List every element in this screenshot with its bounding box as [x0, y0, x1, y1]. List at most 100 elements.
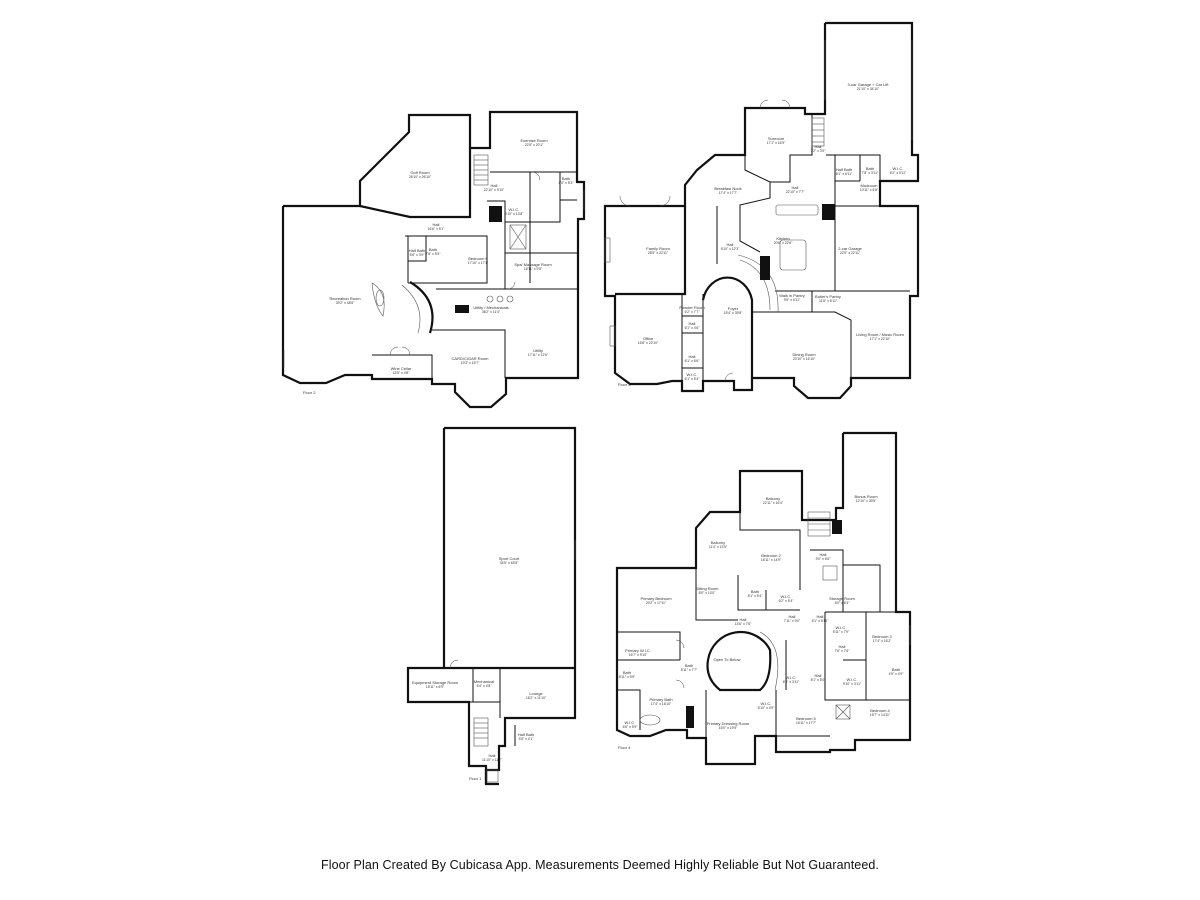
room-dimensions: 6'2" x 5'11" [890, 171, 907, 175]
floor-4-inner-wall [843, 564, 881, 612]
floor-2-mech-unit [455, 305, 469, 313]
room-label: W.I.C.6'5" x 3'11" [783, 675, 800, 684]
room-name: W.I.C. [836, 625, 847, 630]
floor-2-stair [473, 154, 489, 186]
room-label: Bedroom 516'11" x 17'7" [796, 716, 817, 725]
room-name: Office [643, 336, 654, 341]
floor-3-inner-wall [615, 206, 687, 296]
room-dimensions: 7'8" x 3'11" [862, 171, 879, 175]
room-dimensions: 8'0" x 5'3" [559, 181, 575, 185]
room-dimensions: 6'1" x 4'6" [685, 326, 701, 330]
floor-4-spiral-stair [759, 631, 779, 691]
room-name: Hall [433, 222, 440, 227]
room-label: Primary W.I.C.16'7" x 9'10" [625, 648, 651, 657]
floor-3-fireplace [609, 325, 616, 347]
floor-4-outer-wall [615, 431, 912, 766]
room-name: Hall [689, 321, 696, 326]
room-name: Hall [491, 183, 498, 188]
room-name: Bedroom 4 [870, 708, 890, 713]
floor-4-inner-wall [695, 568, 738, 621]
room-dimensions: 13'6" x 7'6" [735, 622, 753, 626]
floor-3-kitchen-island [779, 239, 807, 271]
room-name: Wine Cellar [391, 366, 412, 371]
floor-2-spiral-stair [401, 284, 421, 334]
room-dimensions: 16'11" x 17'7" [796, 721, 817, 725]
room-dimensions: 5'6" x 3'9" [410, 253, 426, 257]
floor-4-shaft [822, 565, 838, 581]
floor-3-chimney [822, 204, 835, 220]
room-name: Sport Court [499, 556, 520, 561]
room-name: Bath [685, 663, 693, 668]
room-name: Equipment Storage Room [412, 680, 459, 685]
room-name: Living Room / Music Room [856, 332, 904, 337]
room-dimensions: 6'1" x 5'4" [685, 377, 701, 381]
room-dimensions: 9'9" x 6'11" [784, 298, 801, 302]
room-name: Hall [489, 753, 496, 758]
floor-3-door [724, 372, 734, 382]
room-dimensions: 34'5" x 63'8" [500, 561, 519, 565]
room-name: Bedroom 5 [796, 716, 816, 721]
room-name: Primary Bath [649, 697, 672, 702]
room-dimensions: 15'4" x 39'8" [724, 311, 743, 315]
room-dimensions: 17'4" x 16'10" [651, 702, 672, 706]
floor-1-door [449, 659, 459, 669]
room-name: W.I.C. [761, 701, 772, 706]
room-dimensions: 9'10" x 3'11" [843, 682, 862, 686]
room-dimensions: 13'5" x 4'8" [393, 371, 411, 375]
room-name: Dining Room [792, 352, 816, 357]
room-label: Bedroom 216'11" x 14'9" [761, 553, 782, 562]
room-name: Mudroom [861, 183, 879, 188]
room-name: Powder Room [679, 305, 705, 310]
room-dimensions: 6'2" x 7'7" [685, 310, 701, 314]
floor-4-inner-wall [617, 631, 681, 660]
room-name: Open To Below [713, 657, 740, 662]
room-name: Balcony [766, 496, 780, 501]
room-name: Utility / Mechanicals [473, 305, 508, 310]
floor-3-inner-wall [739, 182, 771, 253]
floor-4-inner-wall [810, 549, 844, 612]
room-dimensions: 7'6" x 7'6" [835, 649, 851, 653]
floor-3-chimney [760, 256, 770, 280]
room-label: W.I.C.5'10" x 4'9" [758, 701, 776, 710]
room-dimensions: 22'9" x 22'11" [840, 251, 861, 255]
room-name: Family Room [646, 246, 670, 251]
floor-label: Floor 1 [469, 776, 482, 781]
floor-3-inner-wall [744, 114, 813, 183]
floor-2-door [389, 346, 399, 356]
room-dimensions: 15'7" x 14'11" [870, 713, 891, 717]
floor-3-fireplace [604, 237, 611, 263]
room-label: Bedroom 415'7" x 14'11" [870, 708, 891, 717]
room-dimensions: 5'11" x 7'7" [681, 668, 698, 672]
floor-2-inner-wall [359, 148, 472, 219]
room-name: Bonus Room [854, 494, 878, 499]
room-dimensions: 6'1" x 6'11" [836, 172, 853, 176]
floor-2-inner-wall [405, 235, 488, 284]
room-name: Sitting Room [696, 586, 720, 591]
room-name: Primary W.I.C. [625, 648, 651, 653]
floor-label: Floor 3 [618, 382, 631, 387]
floor-4-inner-wall [617, 689, 641, 730]
room-name: W.I.C. [786, 675, 797, 680]
room-dimensions: 12'10" x 39'5" [856, 499, 877, 503]
room-dimensions: 11'4" x 13'5" [709, 545, 728, 549]
room-dimensions: 22'11" x 16'4" [763, 501, 784, 505]
